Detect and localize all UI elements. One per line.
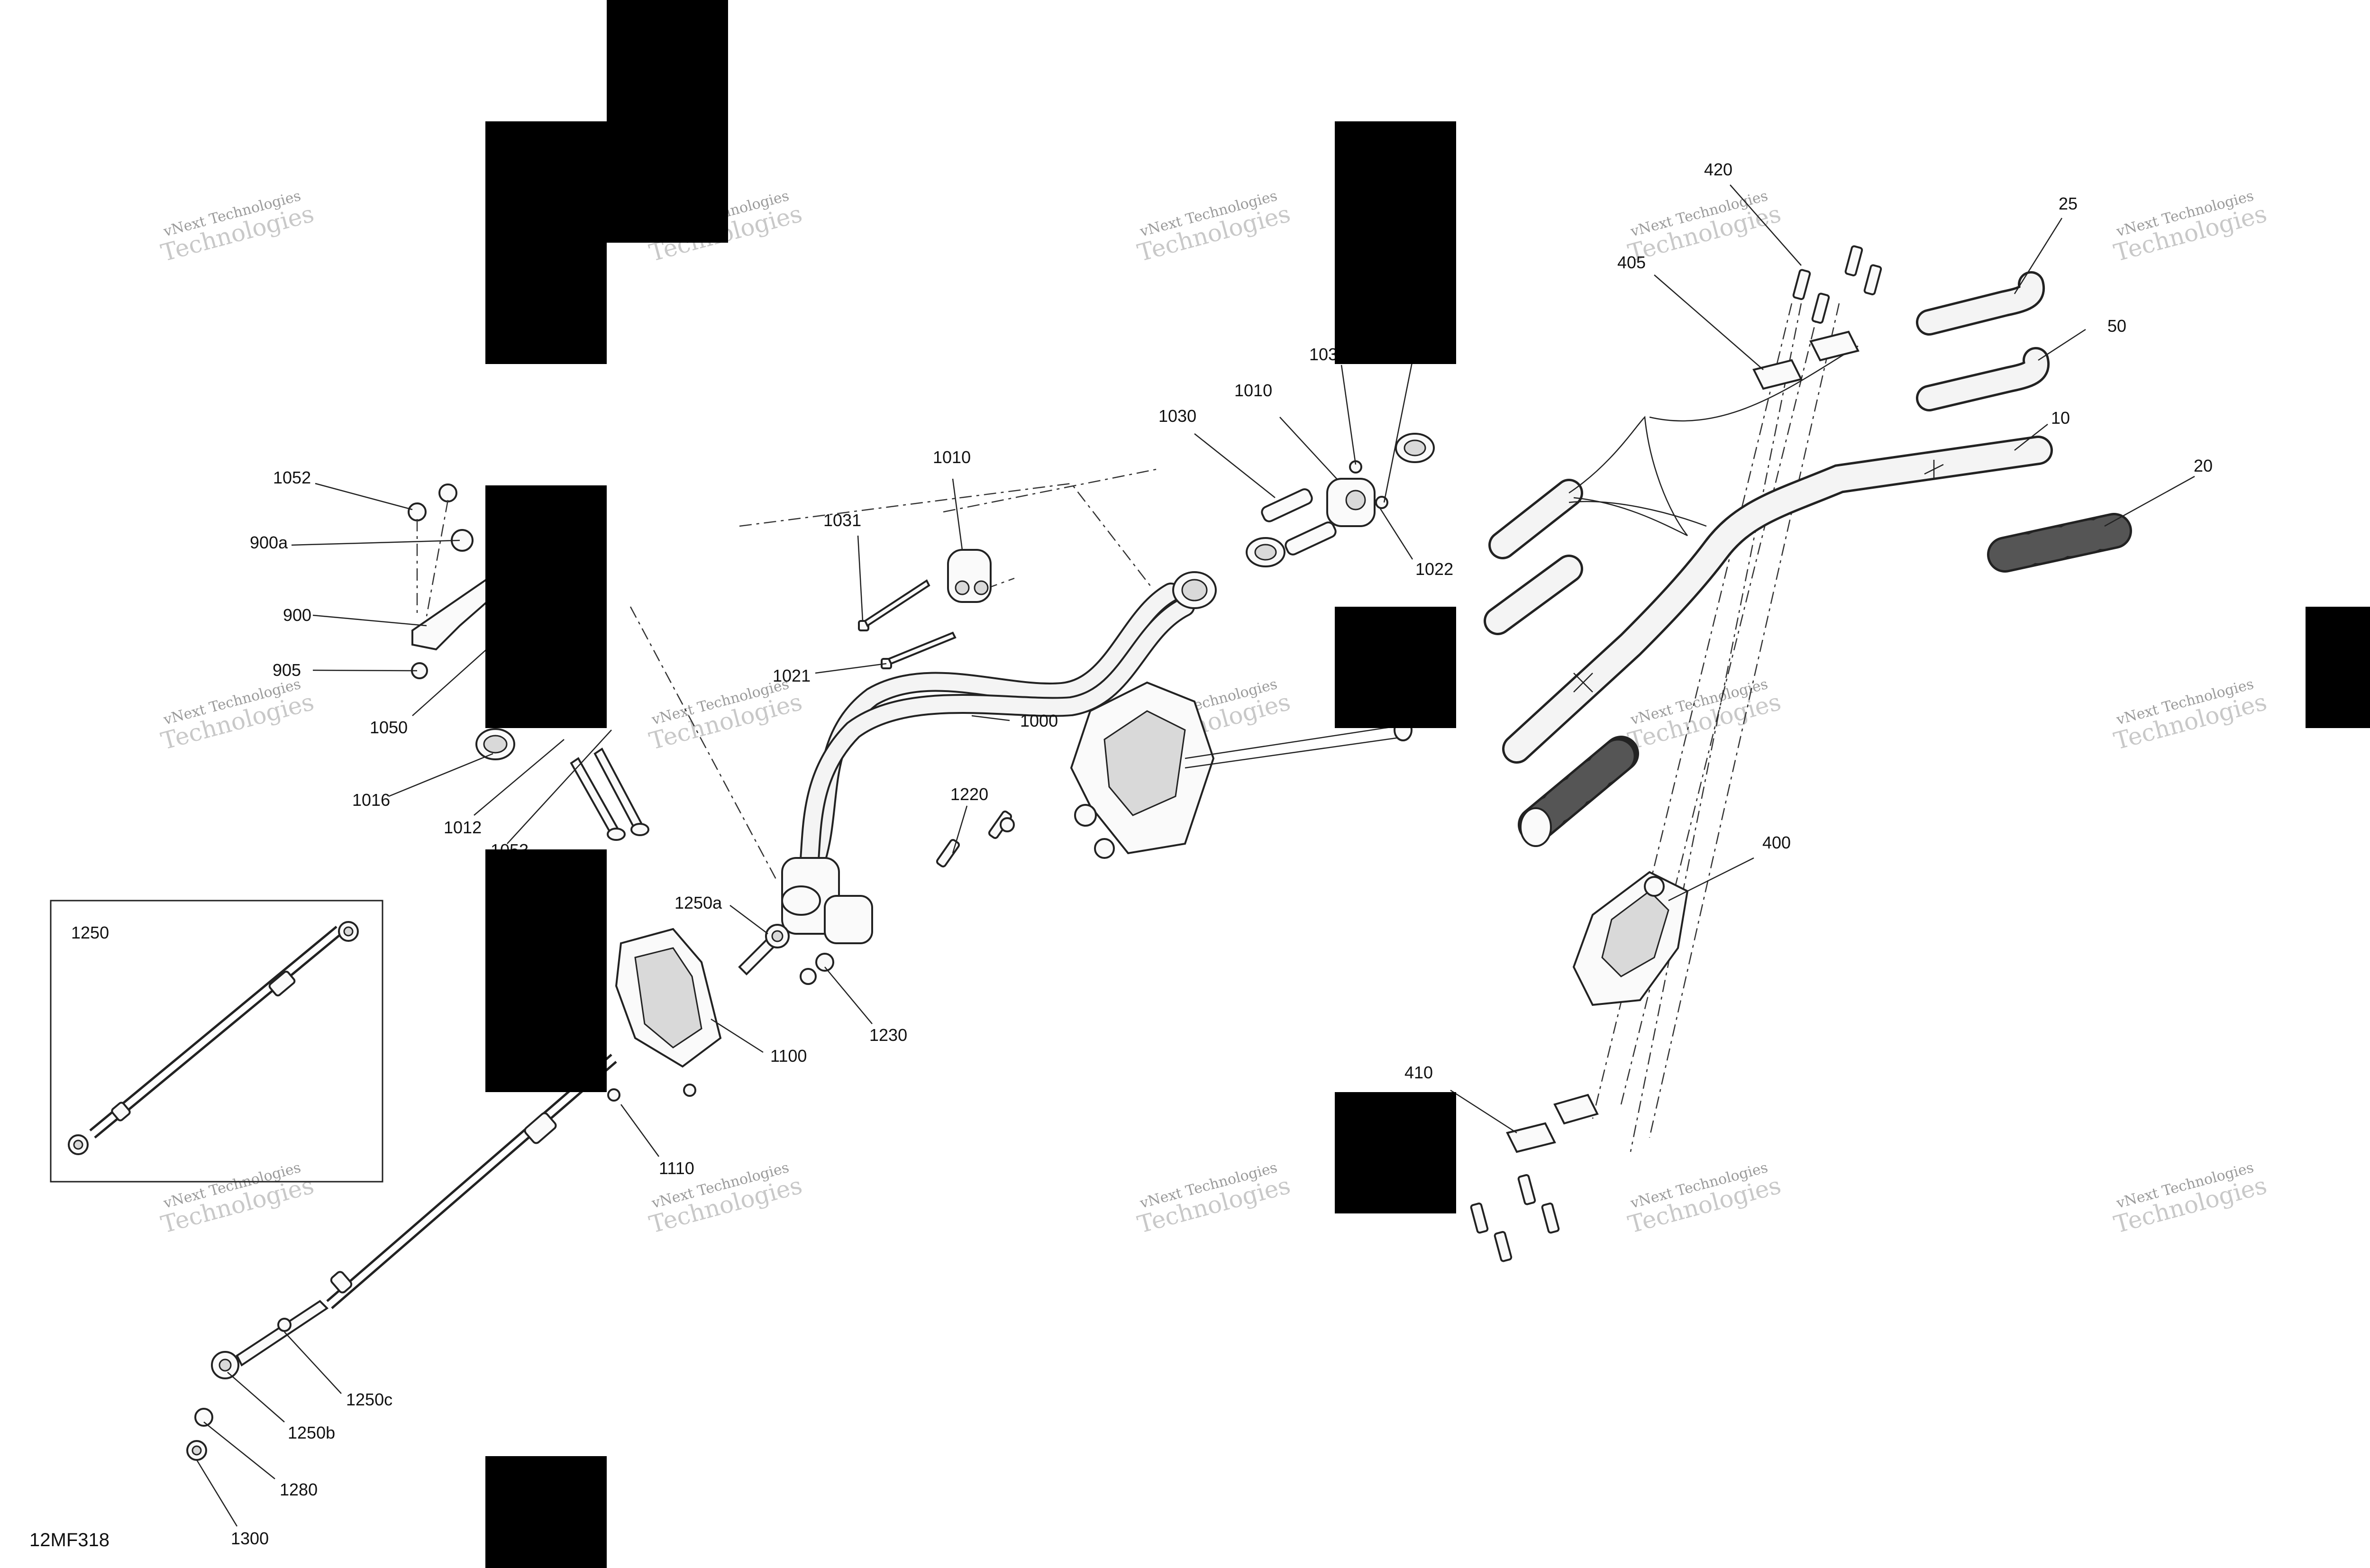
callout-905: 905 [273,660,301,680]
callout-1250a: 1250a [675,893,722,912]
callout-1110: 1110 [659,1158,694,1178]
callout-1250b: 1250b [288,1423,335,1442]
callout-1010-left: 1010 [933,447,971,467]
redaction-block [2306,607,2370,728]
callout-labels: 420 25 405 50 10 20 1030 1010 103 1010 1… [29,160,2213,1550]
callout-1032: 103 [1309,345,1338,364]
callout-1031: 1031 [823,511,861,530]
figure-id: 12MF318 [29,1530,109,1550]
callout-1050: 1050 [370,718,408,737]
callout-1230: 1230 [869,1025,907,1045]
callout-1100: 1100 [770,1046,807,1066]
callout-410: 410 [1404,1063,1433,1082]
handlebar-drawing [1470,245,2132,1262]
redaction-block [1335,607,1456,728]
callout-25: 25 [2059,194,2078,213]
redaction-block [485,121,607,364]
callout-1052: 1052 [273,468,311,487]
callout-1022: 1022 [1415,559,1453,579]
callout-1250: 1250 [71,923,109,942]
redaction-block [607,0,728,243]
redaction-block [485,485,607,728]
redaction-blocks [485,0,2370,1568]
callout-1220: 1220 [950,784,988,804]
redaction-block [1335,121,1456,364]
callout-900a: 900a [250,533,288,552]
callout-1016: 1016 [352,790,390,810]
callout-900: 900 [283,605,311,625]
callout-10: 10 [2051,408,2070,428]
leader-lines [196,184,2195,1527]
callout-1250c: 1250c [346,1390,392,1409]
callout-1280: 1280 [280,1480,318,1499]
callout-1012: 1012 [444,818,482,837]
callout-400: 400 [1762,833,1791,852]
redaction-block [485,849,607,1092]
callout-1010-right: 1010 [1234,381,1272,400]
callout-1300: 1300 [231,1529,269,1548]
redaction-block [485,1456,607,1568]
callout-405: 405 [1617,253,1646,272]
redaction-block [1335,1092,1456,1213]
callout-20: 20 [2194,456,2213,475]
callout-50: 50 [2107,316,2126,336]
steering-column-drawing [50,433,1435,1461]
callout-420: 420 [1704,160,1732,179]
callout-1030: 1030 [1158,406,1196,426]
callout-1021: 1021 [773,666,811,685]
callout-1000: 1000 [1020,711,1058,730]
